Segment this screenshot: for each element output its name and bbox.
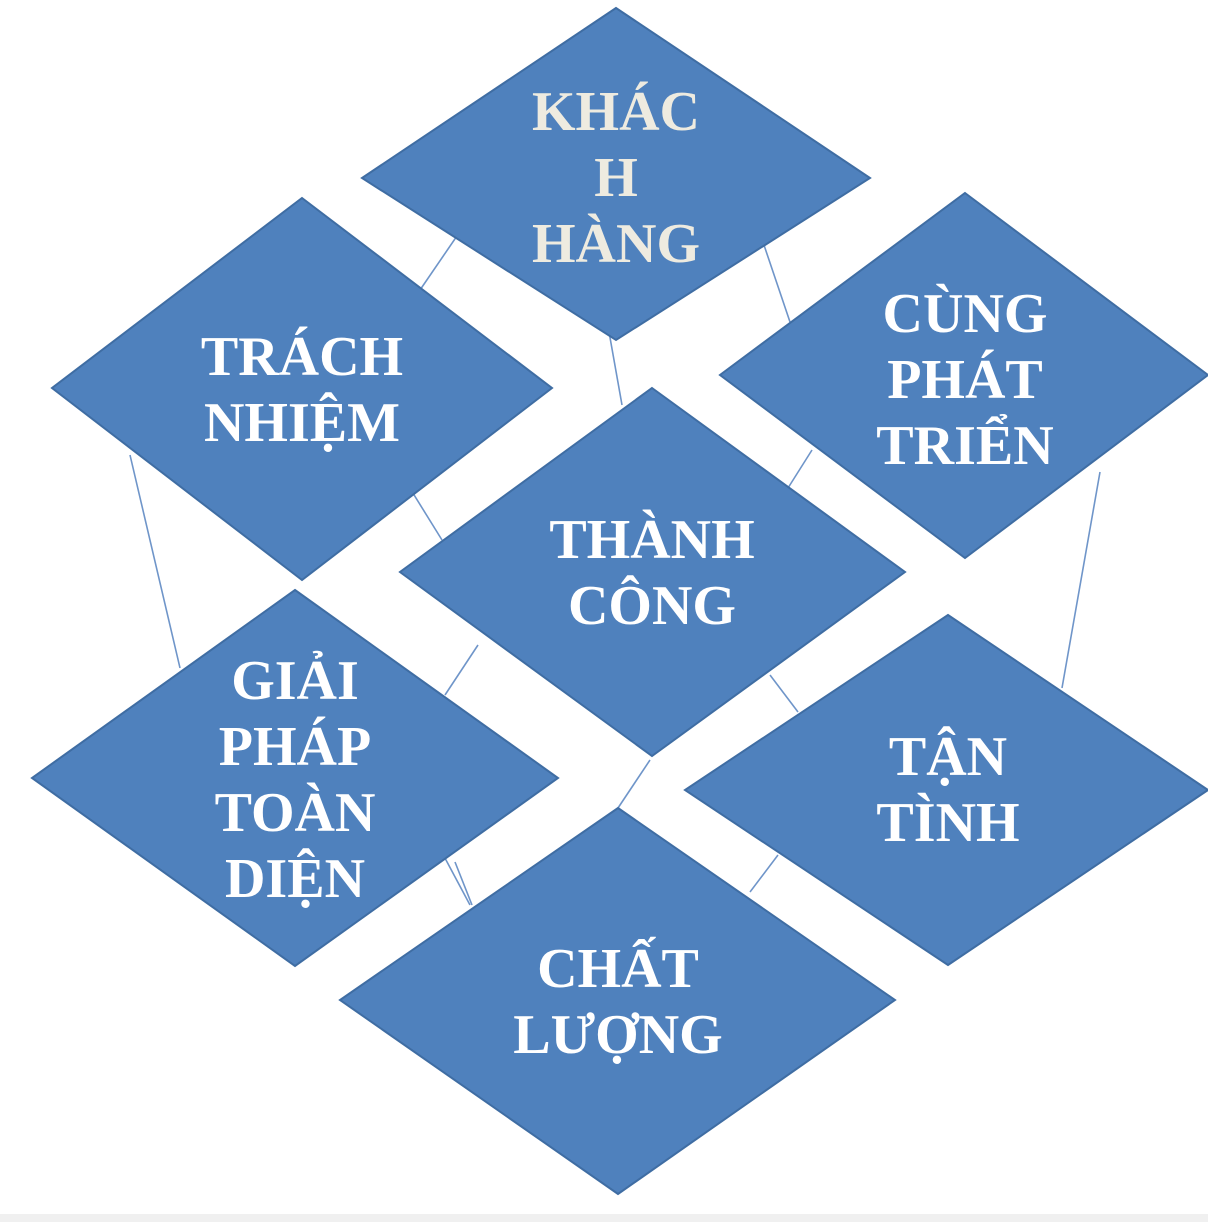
connector-far-left <box>129 454 181 669</box>
label-line: CHẤT <box>537 938 699 1000</box>
label-line: NHIỆM <box>203 392 400 454</box>
connector-far-right <box>1061 471 1101 689</box>
label-line: TÌNH <box>876 792 1020 854</box>
label-cung-phat-trien: CÙNG PHÁT TRIỂN <box>876 281 1053 479</box>
label-line: DIỆN <box>224 848 366 910</box>
bottom-strip <box>0 1214 1208 1222</box>
label-thanh-cong: THÀNH CÔNG <box>549 507 754 639</box>
diamond-giai-phap <box>30 588 560 968</box>
label-giai-phap: GIẢI PHÁP TOÀN DIỆN <box>215 648 376 912</box>
label-line: GIẢI <box>231 650 359 712</box>
label-line: H <box>594 147 638 209</box>
connector-bottomleft-bottom <box>454 861 473 906</box>
label-trach-nhiem: TRÁCH NHIỆM <box>201 324 403 456</box>
diamond-khach-hang <box>360 6 872 342</box>
label-chat-luong: CHẤT LƯỢNG <box>513 936 722 1068</box>
label-tan-tinh: TẬN TÌNH <box>876 724 1019 856</box>
connector-bottomright-bottom <box>749 854 779 893</box>
diamond-thanh-cong <box>398 386 907 758</box>
label-line: PHÁT <box>887 349 1043 411</box>
connector-center-left <box>444 644 479 696</box>
diamond-cung-phat-trien <box>718 191 1208 560</box>
label-line: CÔNG <box>567 575 736 637</box>
label-line: TRÁCH <box>200 326 404 388</box>
label-line: CÙNG <box>882 283 1048 345</box>
label-line: TOÀN <box>214 782 376 844</box>
label-line: TRIỂN <box>876 415 1054 477</box>
diamond-trach-nhiem <box>50 196 554 582</box>
label-line: KHÁC <box>532 81 700 143</box>
label-line: PHÁP <box>218 716 372 778</box>
connector-right-center <box>787 449 813 489</box>
label-line: HÀNG <box>532 213 700 275</box>
diamond-chat-luong <box>338 806 897 1196</box>
label-line: TẬN <box>888 726 1008 788</box>
label-line: THÀNH <box>549 509 755 571</box>
diamond-tan-tinh <box>683 613 1208 967</box>
connector-center-right <box>769 674 799 713</box>
label-line: LƯỢNG <box>513 1004 723 1066</box>
connector-center-bottom <box>617 759 651 809</box>
label-khach-hang: KHÁC H HÀNG <box>532 79 700 277</box>
